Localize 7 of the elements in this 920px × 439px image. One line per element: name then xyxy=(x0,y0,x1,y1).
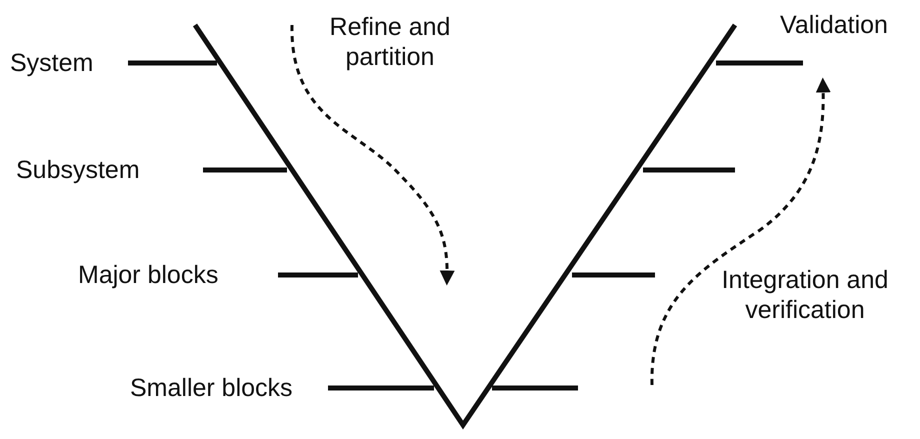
stage-label: Refine and partition xyxy=(328,12,452,72)
stage-label: System xyxy=(10,48,94,78)
stage-label: Validation xyxy=(780,10,888,40)
stage-label: Integration and verification xyxy=(720,265,890,325)
stage-label: Major blocks xyxy=(78,260,218,290)
stage-label: Smaller blocks xyxy=(130,373,293,403)
stage-label: Subsystem xyxy=(16,155,140,185)
